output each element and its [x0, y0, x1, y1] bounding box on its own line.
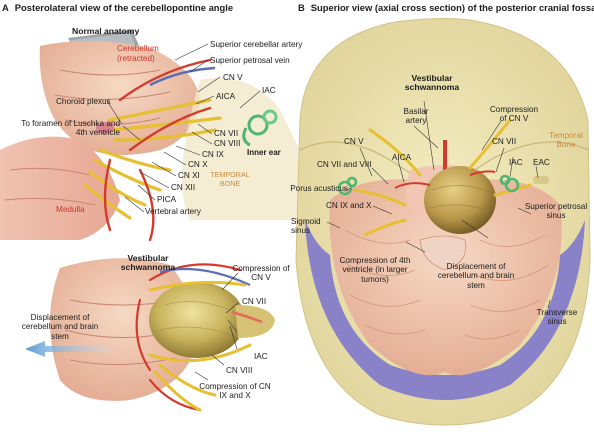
tumor-b — [424, 166, 496, 234]
label-temporal-bone-a: TEMPORAL BONE — [210, 170, 250, 189]
label-iac-b2: IAC — [509, 158, 523, 167]
label-displacement-a: Displacement of cerebellum and brain ste… — [21, 313, 99, 341]
label-cn-vii-viii: CN VII and VIII — [317, 160, 372, 169]
label-compression-cn-v-a: Compression of CN V — [232, 264, 290, 283]
label-cn-x: CN X — [188, 160, 208, 169]
label-basilar-artery: Basilar artery — [403, 107, 429, 126]
medulla-shape — [0, 136, 120, 240]
cerebellum-b — [329, 179, 562, 376]
panel-a-title: A Posterolateral view of the cerebellopon… — [2, 2, 233, 13]
label-foramen-luschka: To foramen of Luschka and 4th ventricle — [21, 119, 120, 138]
label-cn-vii-b2: CN VII — [492, 137, 517, 146]
label-medulla: Medulla — [56, 205, 85, 214]
label-superior-petrosal-vein: Superior petrosal vein — [210, 56, 290, 65]
label-pica: PICA — [157, 195, 177, 204]
label-aica: AICA — [216, 92, 236, 101]
label-compression-cn-v-b: Compression of CN V — [489, 105, 539, 124]
label-cn-viii-b: CN VIII — [226, 366, 253, 375]
label-cn-v-b: CN V — [344, 137, 364, 146]
label-cn-xii: CN XII — [171, 183, 196, 192]
panel-a-tumor-illustration — [25, 258, 275, 412]
label-compression-4th: Compression of 4th ventricle (in larger … — [339, 256, 411, 284]
label-temporal-bone-b: Temporal Bone — [549, 131, 583, 150]
panel-b-title-text: Superior view (axial cross section) of t… — [310, 2, 594, 13]
label-iac: IAC — [262, 86, 276, 95]
label-iac-b: IAC — [254, 352, 268, 361]
label-choroid-plexus: Choroid plexus — [56, 97, 111, 106]
temporal-bone-area — [182, 78, 300, 220]
label-cn-viii: CN VIII — [214, 139, 241, 148]
displacement-arrow — [25, 341, 110, 357]
label-superior-cerebellar-artery: Superior cerebellar artery — [210, 40, 303, 49]
label-cerebellum: Cerebellum — [117, 44, 159, 53]
label-transverse-sinus: Transverse sinus — [536, 308, 578, 327]
label-displacement-b: Displacement of cerebellum and brain ste… — [437, 262, 515, 290]
label-cn-v: CN V — [223, 73, 243, 82]
label-inner-ear: Inner ear — [247, 148, 281, 157]
label-eac: EAC — [533, 158, 550, 167]
transverse-sinus-ring — [305, 220, 585, 400]
panel-b-letter: B — [298, 2, 305, 13]
label-cn-xi: CN XI — [178, 171, 200, 180]
label-cn-ix-x: CN IX and X — [326, 201, 372, 210]
label-normal-anatomy: Normal anatomy — [72, 26, 140, 36]
label-compression-ix-x: Compression of CN IX and X — [199, 382, 271, 401]
label-superior-petrosal-sinus: Superior petrosal sinus — [524, 202, 588, 221]
inner-ear-shape — [242, 109, 278, 147]
label-cn-vii-b: CN VII — [242, 297, 267, 306]
label-sigmoid-sinus: Sigmoid sinus — [291, 217, 321, 236]
panel-b-illustration — [295, 18, 591, 426]
label-cn-vii: CN VII — [214, 129, 239, 138]
label-porus-acusticus: Porus acusticus — [290, 184, 348, 193]
panel-a-normal-illustration — [0, 30, 300, 242]
panel-a-title-text: Posterolateral view of the cerebellopont… — [14, 2, 234, 13]
label-vertebral-artery: Vertebral artery — [145, 207, 201, 216]
label-aica-b: AICA — [392, 153, 412, 162]
tumor-a — [149, 282, 245, 358]
label-cn-ix: CN IX — [202, 150, 224, 159]
label-vestibular-schwannoma-b: Vestibular schwannoma — [404, 73, 460, 93]
leader-lines — [106, 43, 551, 381]
panel-b-title: B Superior view (axial cross section) of … — [298, 2, 594, 13]
panel-a-letter: A — [2, 2, 9, 13]
label-vestibular-schwannoma-a: Vestibular schwannoma — [120, 253, 176, 273]
label-cerebellum-retracted: (retracted) — [117, 54, 155, 63]
